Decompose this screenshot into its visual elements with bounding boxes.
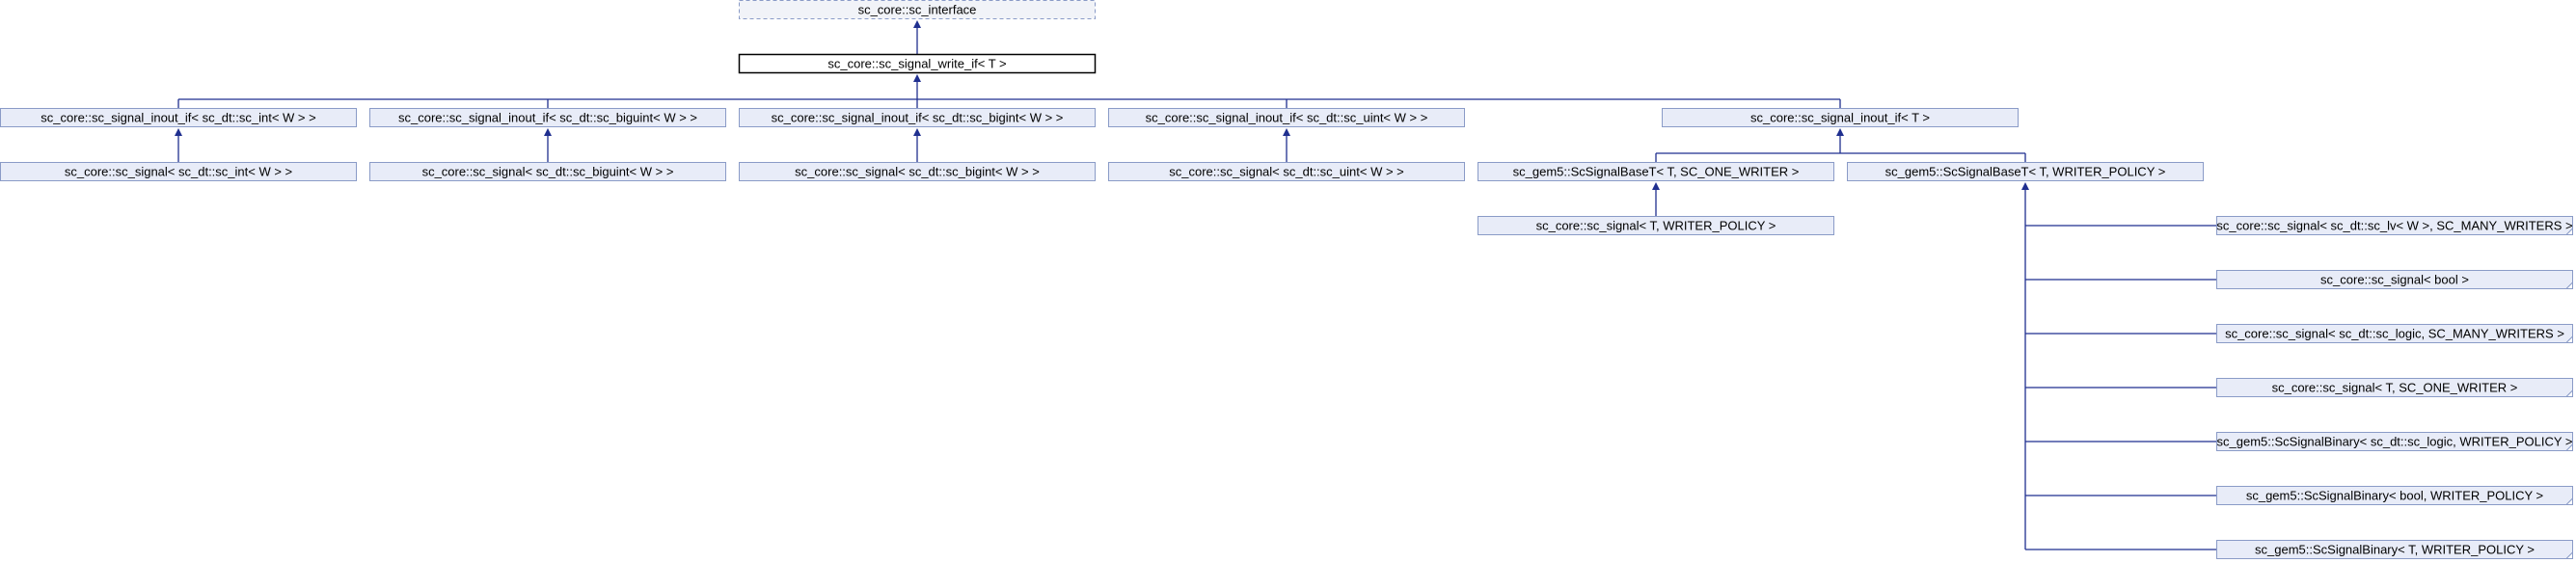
class-label: sc_core::sc_signal_inout_if< sc_dt::sc_u… xyxy=(1146,111,1428,125)
class-box xyxy=(2216,216,2573,235)
class-node-sig-biguint[interactable]: sc_core::sc_signal< sc_dt::sc_biguint< W… xyxy=(369,162,726,181)
class-node-sig-lv[interactable]: sc_core::sc_signal< sc_dt::sc_lv< W >, S… xyxy=(2216,216,2573,235)
inheritance-arrowhead xyxy=(175,128,182,136)
edge-group-write_if xyxy=(177,74,1841,108)
class-label: sc_core::sc_interface xyxy=(858,3,977,17)
class-node-sc-interface[interactable]: sc_core::sc_interface xyxy=(739,0,1096,19)
class-node-inout-uint[interactable]: sc_core::sc_signal_inout_if< sc_dt::sc_u… xyxy=(1108,108,1465,127)
inheritance-arrowhead xyxy=(913,74,921,82)
class-label: sc_core::sc_signal_inout_if< sc_dt::sc_b… xyxy=(772,111,1064,125)
inheritance-arrowhead xyxy=(1283,128,1290,136)
class-node-write-if[interactable]: sc_core::sc_signal_write_if< T > xyxy=(738,53,1097,74)
class-label: sc_gem5::ScSignalBinary< bool, WRITER_PO… xyxy=(2246,489,2543,503)
inheritance-arrowhead xyxy=(913,20,921,28)
class-label: sc_gem5::ScSignalBinary< T, WRITER_POLIC… xyxy=(2255,543,2535,557)
class-node-base-one[interactable]: sc_gem5::ScSignalBaseT< T, SC_ONE_WRITER… xyxy=(1478,162,1834,181)
inheritance-arrowhead xyxy=(2021,182,2029,190)
class-label: sc_core::sc_signal< sc_dt::sc_int< W > > xyxy=(65,165,292,179)
class-box xyxy=(1847,162,2204,181)
class-label: sc_core::sc_signal_inout_if< sc_dt::sc_b… xyxy=(398,111,697,125)
class-box xyxy=(1662,108,2019,127)
folded-corner-icon xyxy=(2564,550,2573,559)
edge-group-inout_int xyxy=(175,128,182,162)
class-box xyxy=(739,0,1096,19)
class-node-sig-T-one[interactable]: sc_core::sc_signal< T, SC_ONE_WRITER > xyxy=(2216,378,2573,397)
class-node-inout-T[interactable]: sc_core::sc_signal_inout_if< T > xyxy=(1662,108,2019,127)
class-box xyxy=(2216,486,2573,505)
class-box xyxy=(1108,162,1465,181)
class-box xyxy=(369,162,726,181)
class-label: sc_core::sc_signal_inout_if< sc_dt::sc_i… xyxy=(41,111,315,125)
class-node-inout-int[interactable]: sc_core::sc_signal_inout_if< sc_dt::sc_i… xyxy=(0,108,357,127)
class-node-sig-int[interactable]: sc_core::sc_signal< sc_dt::sc_int< W > > xyxy=(0,162,357,181)
class-label: sc_core::sc_signal< bool > xyxy=(2320,273,2469,287)
class-node-sig-T-policy[interactable]: sc_core::sc_signal< T, WRITER_POLICY > xyxy=(1478,216,1834,235)
folded-corner-icon xyxy=(2564,227,2573,235)
class-box xyxy=(2216,324,2573,343)
inheritance-arrowhead xyxy=(913,128,921,136)
class-label: sc_core::sc_signal< T, WRITER_POLICY > xyxy=(1536,219,1776,233)
class-node-base-policy[interactable]: sc_gem5::ScSignalBaseT< T, WRITER_POLICY… xyxy=(1847,162,2204,181)
edge-group-inout_biguint xyxy=(544,128,552,162)
class-box xyxy=(1478,216,1834,235)
class-box xyxy=(1108,108,1465,127)
class-box xyxy=(739,108,1096,127)
edge-group-base_one xyxy=(1652,182,1660,216)
class-node-inout-bigint[interactable]: sc_core::sc_signal_inout_if< sc_dt::sc_b… xyxy=(739,108,1096,127)
class-label: sc_core::sc_signal< T, SC_ONE_WRITER > xyxy=(2272,381,2518,395)
class-label: sc_gem5::ScSignalBaseT< T, WRITER_POLICY… xyxy=(1885,165,2166,179)
class-node-inout-biguint[interactable]: sc_core::sc_signal_inout_if< sc_dt::sc_b… xyxy=(369,108,726,127)
edge-group-inout_uint xyxy=(1283,128,1290,162)
inheritance-arrowhead xyxy=(544,128,552,136)
class-label: sc_core::sc_signal< sc_dt::sc_uint< W > … xyxy=(1169,165,1404,179)
class-box xyxy=(2216,432,2573,451)
class-node-sig-bigint[interactable]: sc_core::sc_signal< sc_dt::sc_bigint< W … xyxy=(739,162,1096,181)
class-box xyxy=(739,162,1096,181)
class-label: sc_core::sc_signal< sc_dt::sc_lv< W >, S… xyxy=(2216,219,2572,233)
inheritance-arrowhead xyxy=(1652,182,1660,190)
class-box xyxy=(2216,378,2573,397)
class-node-bin-logic[interactable]: sc_gem5::ScSignalBinary< sc_dt::sc_logic… xyxy=(2216,432,2573,451)
edge-group-inout_bigint xyxy=(913,128,921,162)
class-node-sig-logic[interactable]: sc_core::sc_signal< sc_dt::sc_logic, SC_… xyxy=(2216,324,2573,343)
folded-corner-icon xyxy=(2564,496,2573,505)
class-node-bin-T[interactable]: sc_gem5::ScSignalBinary< T, WRITER_POLIC… xyxy=(2216,540,2573,559)
class-node-bin-bool[interactable]: sc_gem5::ScSignalBinary< bool, WRITER_PO… xyxy=(2216,486,2573,505)
edges-layer xyxy=(175,20,2216,550)
class-label: sc_core::sc_signal< sc_dt::sc_bigint< W … xyxy=(795,165,1040,179)
folded-corner-icon xyxy=(2564,389,2573,397)
folded-corner-icon xyxy=(2564,442,2573,451)
class-box xyxy=(369,108,726,127)
folded-corner-icon xyxy=(2564,335,2573,343)
inheritance-arrowhead xyxy=(1836,128,1844,136)
class-node-sig-bool[interactable]: sc_core::sc_signal< bool > xyxy=(2216,270,2573,289)
class-box xyxy=(2216,270,2573,289)
folded-corner-icon xyxy=(2564,281,2573,289)
class-label: sc_core::sc_signal_write_if< T > xyxy=(827,57,1006,71)
class-node-sig-uint[interactable]: sc_core::sc_signal< sc_dt::sc_uint< W > … xyxy=(1108,162,1465,181)
class-box xyxy=(1478,162,1834,181)
class-label: sc_gem5::ScSignalBaseT< T, SC_ONE_WRITER… xyxy=(1513,165,1800,179)
class-box xyxy=(2216,540,2573,559)
edge-group-inout_T xyxy=(1655,128,2026,162)
class-label: sc_core::sc_signal_inout_if< T > xyxy=(1750,111,1930,125)
class-label: sc_core::sc_signal< sc_dt::sc_biguint< W… xyxy=(422,165,674,179)
edge-group-sc_interface xyxy=(913,20,921,54)
edge-group-base_policy xyxy=(2021,182,2216,550)
class-label: sc_core::sc_signal< sc_dt::sc_logic, SC_… xyxy=(2225,327,2564,341)
class-box xyxy=(0,162,357,181)
class-box xyxy=(738,53,1097,74)
class-box xyxy=(0,108,357,127)
class-label: sc_gem5::ScSignalBinary< sc_dt::sc_logic… xyxy=(2217,435,2573,449)
